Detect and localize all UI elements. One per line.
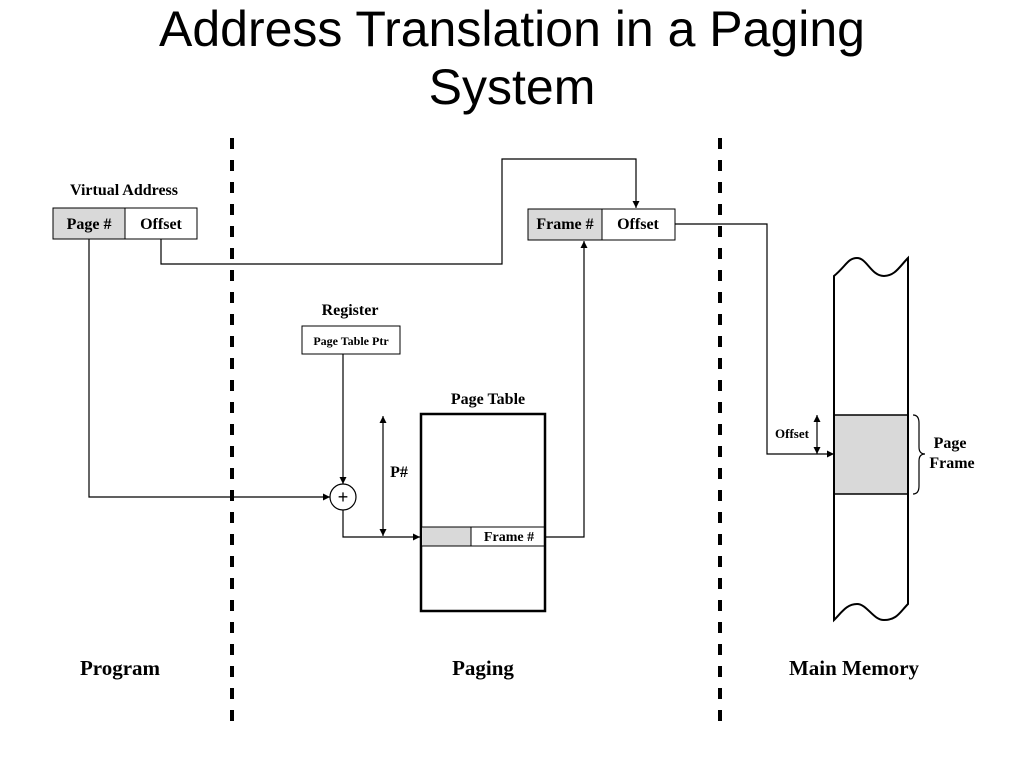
- slide-title-line-1: Address Translation in a Paging: [159, 1, 865, 57]
- region-label-program: Program: [80, 656, 161, 680]
- register-caption: Register: [322, 302, 379, 319]
- connector-physical-to-memory: [675, 223, 834, 458]
- register-value: Page Table Ptr: [313, 334, 389, 348]
- connector-page-to-adder: [88, 239, 330, 501]
- slide-title: Address Translation in a Paging System: [0, 0, 1024, 116]
- page-table-entry-label: Frame #: [484, 530, 534, 545]
- adder: +: [329, 483, 357, 511]
- connector-offset-to-physical: [160, 158, 640, 265]
- page-index-label: P#: [390, 464, 408, 481]
- register: Register Page Table Ptr: [301, 302, 401, 355]
- slide-title-line-2: System: [428, 59, 596, 115]
- physical-offset-label: Offset: [617, 216, 659, 233]
- virtual-address-caption: Virtual Address: [70, 182, 178, 199]
- physical-address: Frame # Offset: [527, 208, 676, 241]
- adder-icon: +: [338, 487, 349, 507]
- page-frame-block: [835, 415, 907, 494]
- virtual-address: Virtual Address Page # Offset: [52, 182, 198, 240]
- region-label-main-memory: Main Memory: [789, 656, 920, 680]
- register-box: [301, 325, 401, 355]
- brace-icon: [912, 414, 926, 495]
- page-table: Page Table Frame # P#: [390, 391, 547, 613]
- connector-adder-to-table: [342, 510, 420, 541]
- virtual-page-field: [52, 207, 126, 240]
- virtual-offset-label: Offset: [140, 216, 182, 233]
- physical-frame-label: Frame #: [536, 216, 593, 233]
- page-table-caption: Page Table: [451, 391, 525, 408]
- virtual-page-label: Page #: [67, 216, 112, 233]
- main-memory: Offset Page Frame: [775, 255, 975, 623]
- page-frame-label-line-1: Page: [934, 435, 967, 452]
- page-frame-label-line-2: Frame: [929, 455, 974, 472]
- page-table-box: [419, 412, 547, 613]
- connector-table-to-frame: [545, 241, 588, 538]
- page-table-entry-shade: [422, 527, 471, 546]
- region-label-paging: Paging: [452, 656, 514, 680]
- memory-offset-label: Offset: [775, 426, 810, 441]
